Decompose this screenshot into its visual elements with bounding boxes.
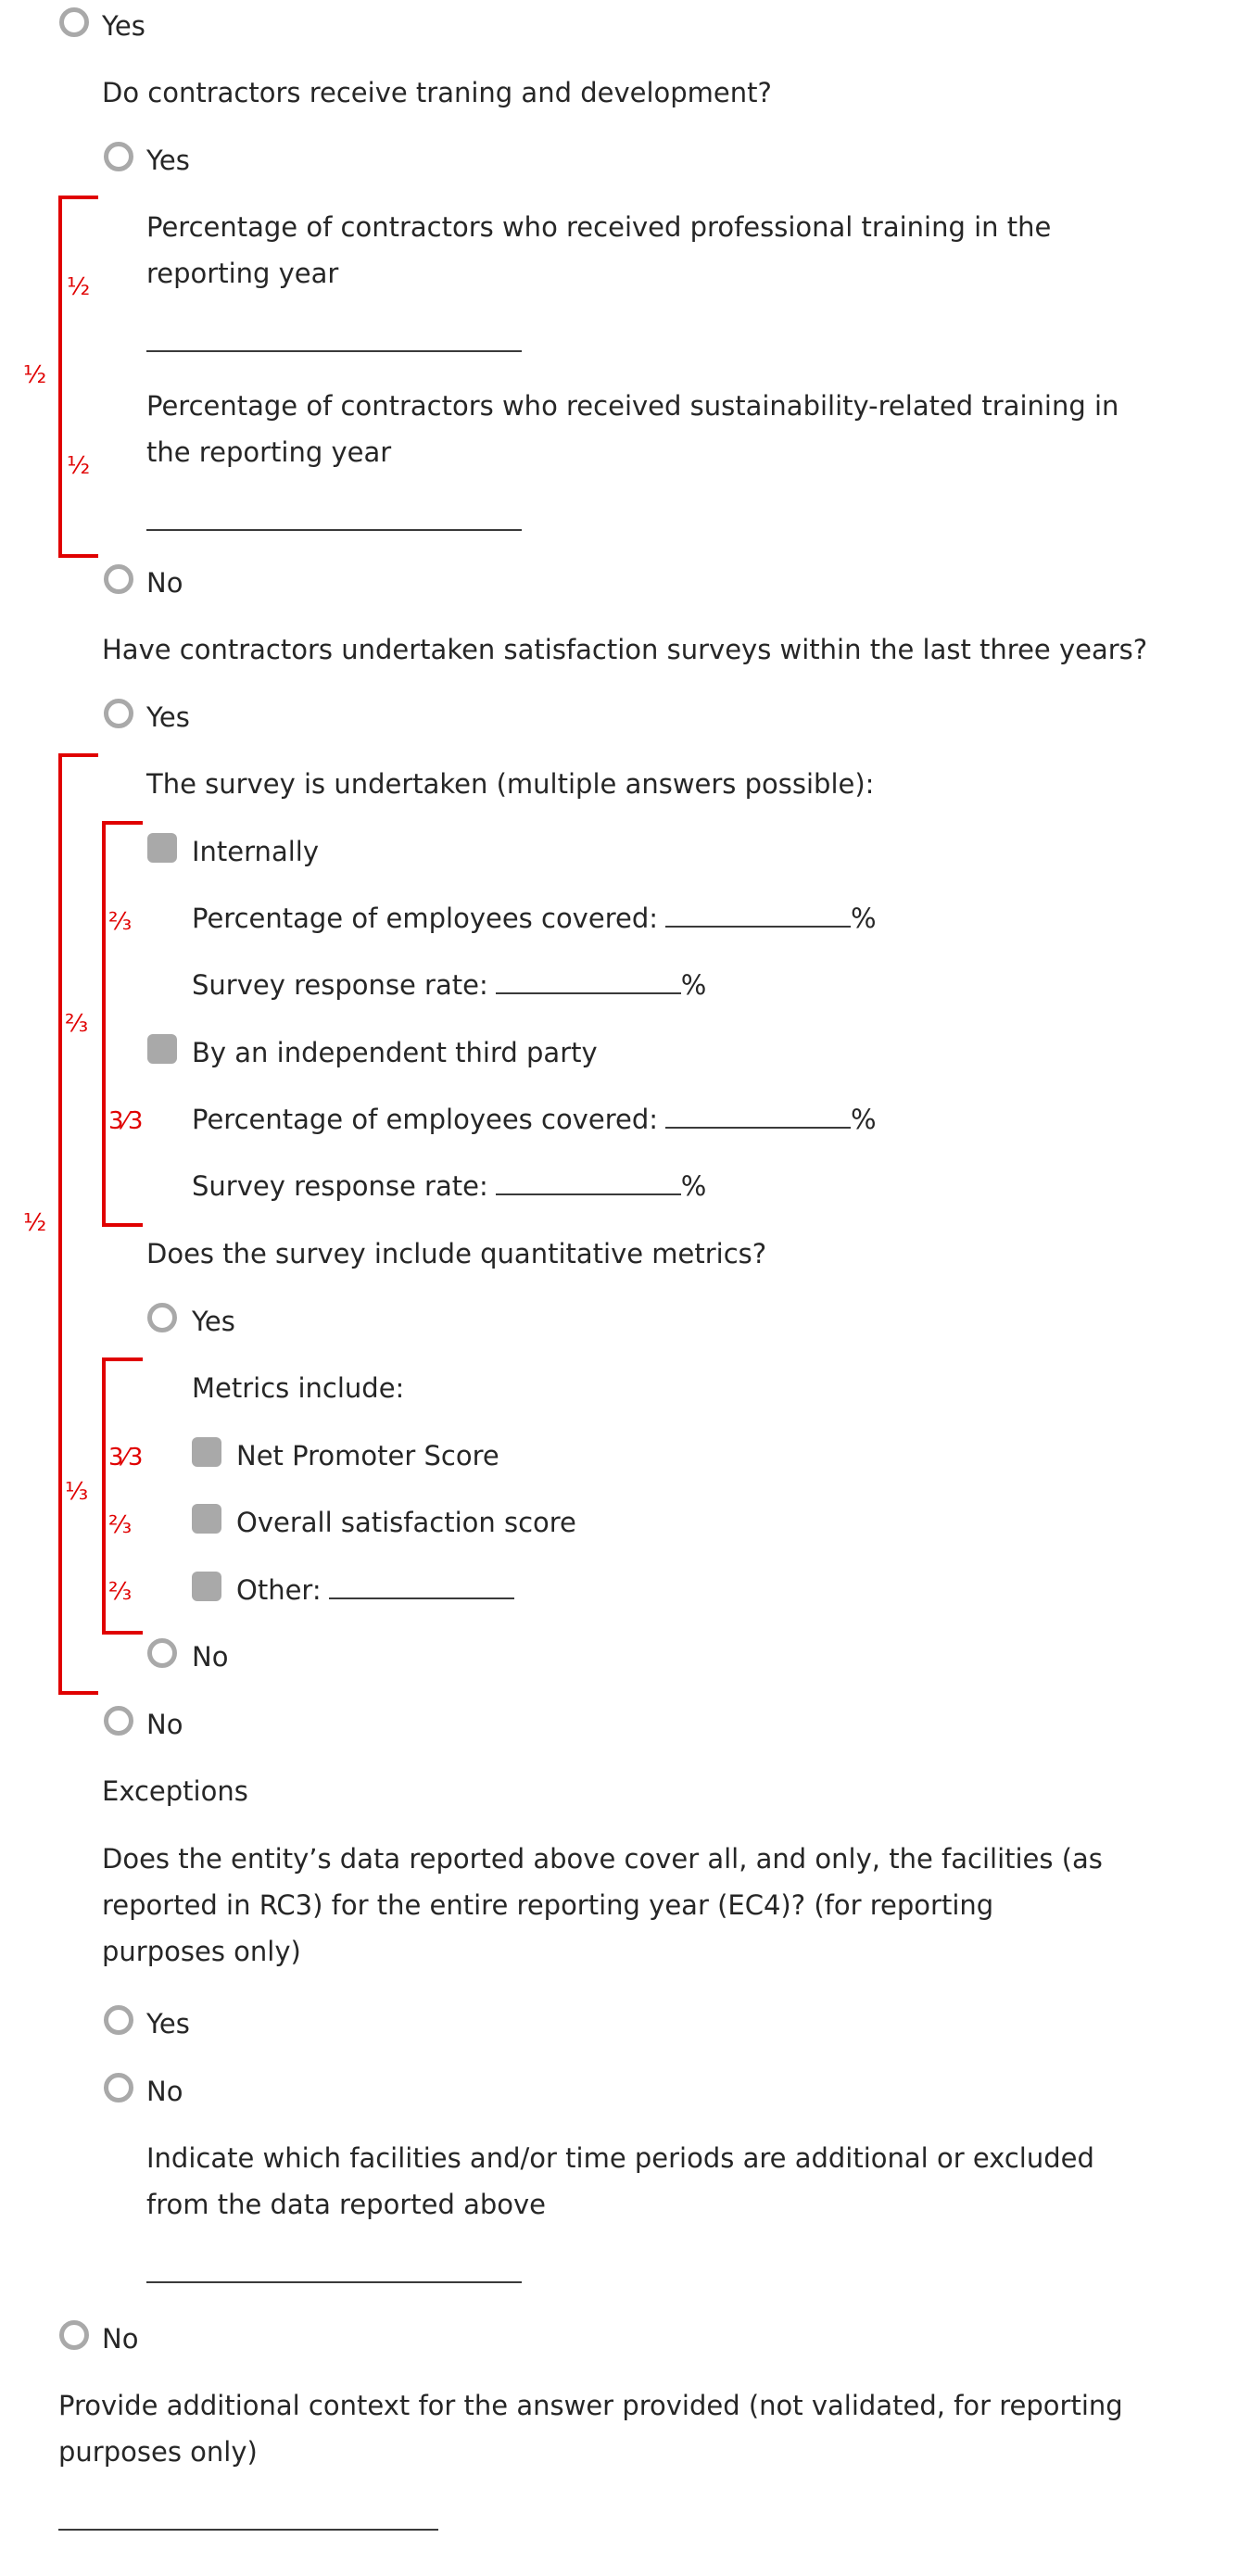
label-metrics-yes: Yes xyxy=(192,1306,235,1337)
score-bracket-metrics xyxy=(102,1357,143,1635)
radio-no-top[interactable] xyxy=(59,2320,89,2350)
unit-third-party-response-rate: % xyxy=(680,1170,707,1202)
input-additional-context[interactable] xyxy=(58,2529,438,2531)
radio-metrics-yes[interactable] xyxy=(147,1303,177,1332)
checkbox-other-metric[interactable] xyxy=(192,1572,221,1601)
radio-metrics-no[interactable] xyxy=(147,1638,177,1668)
label-third-party: By an independent third party xyxy=(192,1037,598,1068)
score-metrics-group: ⅓ xyxy=(65,1478,89,1506)
score-internally: ⅔ xyxy=(108,908,133,936)
input-indicate-facilities[interactable] xyxy=(146,2281,522,2283)
question-professional-training: Percentage of contractors who received p… xyxy=(146,211,1052,289)
unit-internal-pct-covered: % xyxy=(851,903,877,934)
label-surveys-yes: Yes xyxy=(146,701,190,733)
score-bracket-surveys xyxy=(58,753,98,1695)
label-internal-response-rate: Survey response rate: xyxy=(192,969,488,1001)
score-other: ⅔ xyxy=(108,1578,133,1606)
row-third-party-pct-covered: Percentage of employees covered:% xyxy=(192,1096,877,1143)
radio-surveys-no[interactable] xyxy=(104,1706,133,1736)
score-prof-training: ½ xyxy=(67,273,91,301)
question-contractor-training: Do contractors receive traning and devel… xyxy=(102,77,772,108)
label-yes-top: Yes xyxy=(102,10,145,42)
input-third-party-response-rate[interactable] xyxy=(495,1166,681,1195)
score-training-group: ½ xyxy=(23,361,47,389)
label-third-party-response-rate: Survey response rate: xyxy=(192,1170,488,1202)
label-no-top: No xyxy=(102,2323,139,2355)
label-training-yes: Yes xyxy=(146,145,190,176)
radio-yes-top[interactable] xyxy=(59,7,89,37)
input-internal-response-rate[interactable] xyxy=(495,965,681,994)
radio-coverage-yes[interactable] xyxy=(104,2005,133,2035)
score-third-party: 3⁄3 xyxy=(108,1107,144,1135)
label-third-party-pct-covered: Percentage of employees covered: xyxy=(192,1104,658,1135)
label-coverage-yes: Yes xyxy=(146,2008,190,2039)
label-metrics-include: Metrics include: xyxy=(192,1372,405,1404)
score-survey-method-group: ⅔ xyxy=(65,1010,89,1038)
question-satisfaction-surveys: Have contractors undertaken satisfaction… xyxy=(102,634,1148,665)
score-bracket-training xyxy=(58,196,98,558)
score-sust-training: ½ xyxy=(67,452,91,480)
checkbox-nps[interactable] xyxy=(192,1437,221,1467)
checkbox-internally[interactable] xyxy=(147,833,177,863)
question-data-coverage: Does the entity’s data reported above co… xyxy=(102,1843,1103,1967)
question-indicate-facilities: Indicate which facilities and/or time pe… xyxy=(146,2142,1094,2220)
label-other-metric: Other: xyxy=(236,1574,322,1606)
label-coverage-no: No xyxy=(146,2076,183,2107)
score-overall: ⅔ xyxy=(108,1511,133,1539)
label-internal-pct-covered: Percentage of employees covered: xyxy=(192,903,658,934)
row-other-metric: Other: xyxy=(236,1567,514,1613)
row-third-party-response-rate: Survey response rate:% xyxy=(192,1163,706,1209)
input-other-metric[interactable] xyxy=(328,1570,514,1599)
input-professional-training[interactable] xyxy=(146,350,522,352)
question-sustainability-training: Percentage of contractors who received s… xyxy=(146,390,1119,468)
input-sustainability-training[interactable] xyxy=(146,529,522,531)
score-surveys-group: ½ xyxy=(23,1209,47,1237)
row-internal-response-rate: Survey response rate:% xyxy=(192,962,706,1008)
input-third-party-pct-covered[interactable] xyxy=(665,1099,851,1129)
unit-internal-response-rate: % xyxy=(680,969,707,1001)
question-additional-context: Provide additional context for the answe… xyxy=(58,2390,1123,2468)
unit-third-party-pct-covered: % xyxy=(851,1104,877,1135)
radio-surveys-yes[interactable] xyxy=(104,699,133,728)
radio-coverage-no[interactable] xyxy=(104,2073,133,2102)
label-overall-satisfaction: Overall satisfaction score xyxy=(236,1507,576,1538)
score-nps: 3⁄3 xyxy=(108,1444,144,1471)
score-bracket-survey-method xyxy=(102,821,143,1227)
label-metrics-no: No xyxy=(192,1641,229,1673)
radio-training-no[interactable] xyxy=(104,564,133,594)
checkbox-third-party[interactable] xyxy=(147,1034,177,1064)
input-internal-pct-covered[interactable] xyxy=(665,898,851,928)
radio-training-yes[interactable] xyxy=(104,142,133,171)
label-training-no: No xyxy=(146,567,183,599)
question-survey-undertaken: The survey is undertaken (multiple answe… xyxy=(146,768,875,800)
heading-exceptions: Exceptions xyxy=(102,1775,248,1807)
question-quantitative-metrics: Does the survey include quantitative met… xyxy=(146,1238,767,1269)
checkbox-overall-satisfaction[interactable] xyxy=(192,1504,221,1534)
row-internal-pct-covered: Percentage of employees covered:% xyxy=(192,895,877,941)
label-internally: Internally xyxy=(192,836,319,867)
label-nps: Net Promoter Score xyxy=(236,1440,499,1471)
label-surveys-no: No xyxy=(146,1709,183,1740)
